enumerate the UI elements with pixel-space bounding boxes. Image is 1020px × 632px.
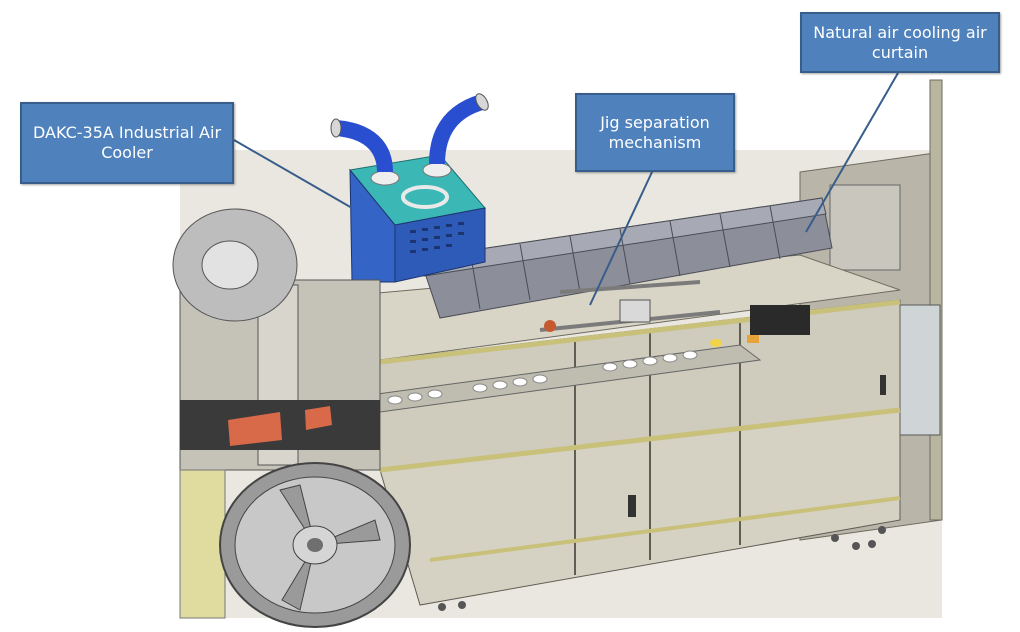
cooler-outlet-ring bbox=[401, 185, 449, 209]
jig-actuator bbox=[544, 320, 556, 332]
right-top-panel bbox=[829, 184, 901, 271]
callout-air-cooler: DAKC-35A Industrial Air Cooler bbox=[20, 102, 234, 184]
callout-air-curtain: Natural air cooling air curtain bbox=[800, 12, 1000, 73]
callout-jig-separation: Jig separation mechanism bbox=[575, 93, 735, 172]
cabinet-handle bbox=[628, 495, 636, 517]
leader-line-curtain bbox=[805, 72, 899, 233]
right-upright bbox=[929, 79, 943, 521]
callout-air-curtain-label: Natural air cooling air curtain bbox=[813, 22, 987, 62]
hose-end-right bbox=[475, 93, 489, 111]
cooler-outlet-collar bbox=[370, 170, 400, 186]
frame-rail bbox=[379, 299, 901, 365]
frame-rail bbox=[429, 496, 901, 562]
right-window bbox=[894, 304, 941, 436]
front-reel bbox=[219, 462, 411, 628]
cooler-duct-hose-right bbox=[429, 94, 485, 165]
cooler-vents bbox=[410, 222, 464, 253]
orange-guard bbox=[228, 412, 282, 446]
cooler-duct-hose-left bbox=[335, 120, 393, 173]
orange-block bbox=[747, 335, 759, 343]
callout-jig-separation-label: Jig separation mechanism bbox=[600, 112, 710, 152]
rear-reel bbox=[172, 208, 298, 322]
air-cooler-side bbox=[349, 168, 396, 283]
leader-line-jig bbox=[589, 171, 653, 306]
hose-end-left bbox=[330, 118, 342, 138]
frame-rail bbox=[379, 407, 901, 473]
yellow-puck bbox=[710, 339, 722, 347]
cooler-outlet-collar bbox=[422, 162, 452, 178]
orange-guard bbox=[305, 406, 332, 430]
left-lower-cabinet bbox=[179, 469, 226, 619]
castor-wheels bbox=[438, 526, 886, 611]
callout-air-cooler-label: DAKC-35A Industrial Air Cooler bbox=[32, 123, 222, 162]
leader-line-cooler bbox=[233, 139, 353, 209]
cabinet-handle bbox=[880, 375, 886, 395]
jig-pucks bbox=[387, 350, 698, 405]
jig-carriage bbox=[619, 299, 651, 323]
jig-motor bbox=[750, 305, 810, 335]
